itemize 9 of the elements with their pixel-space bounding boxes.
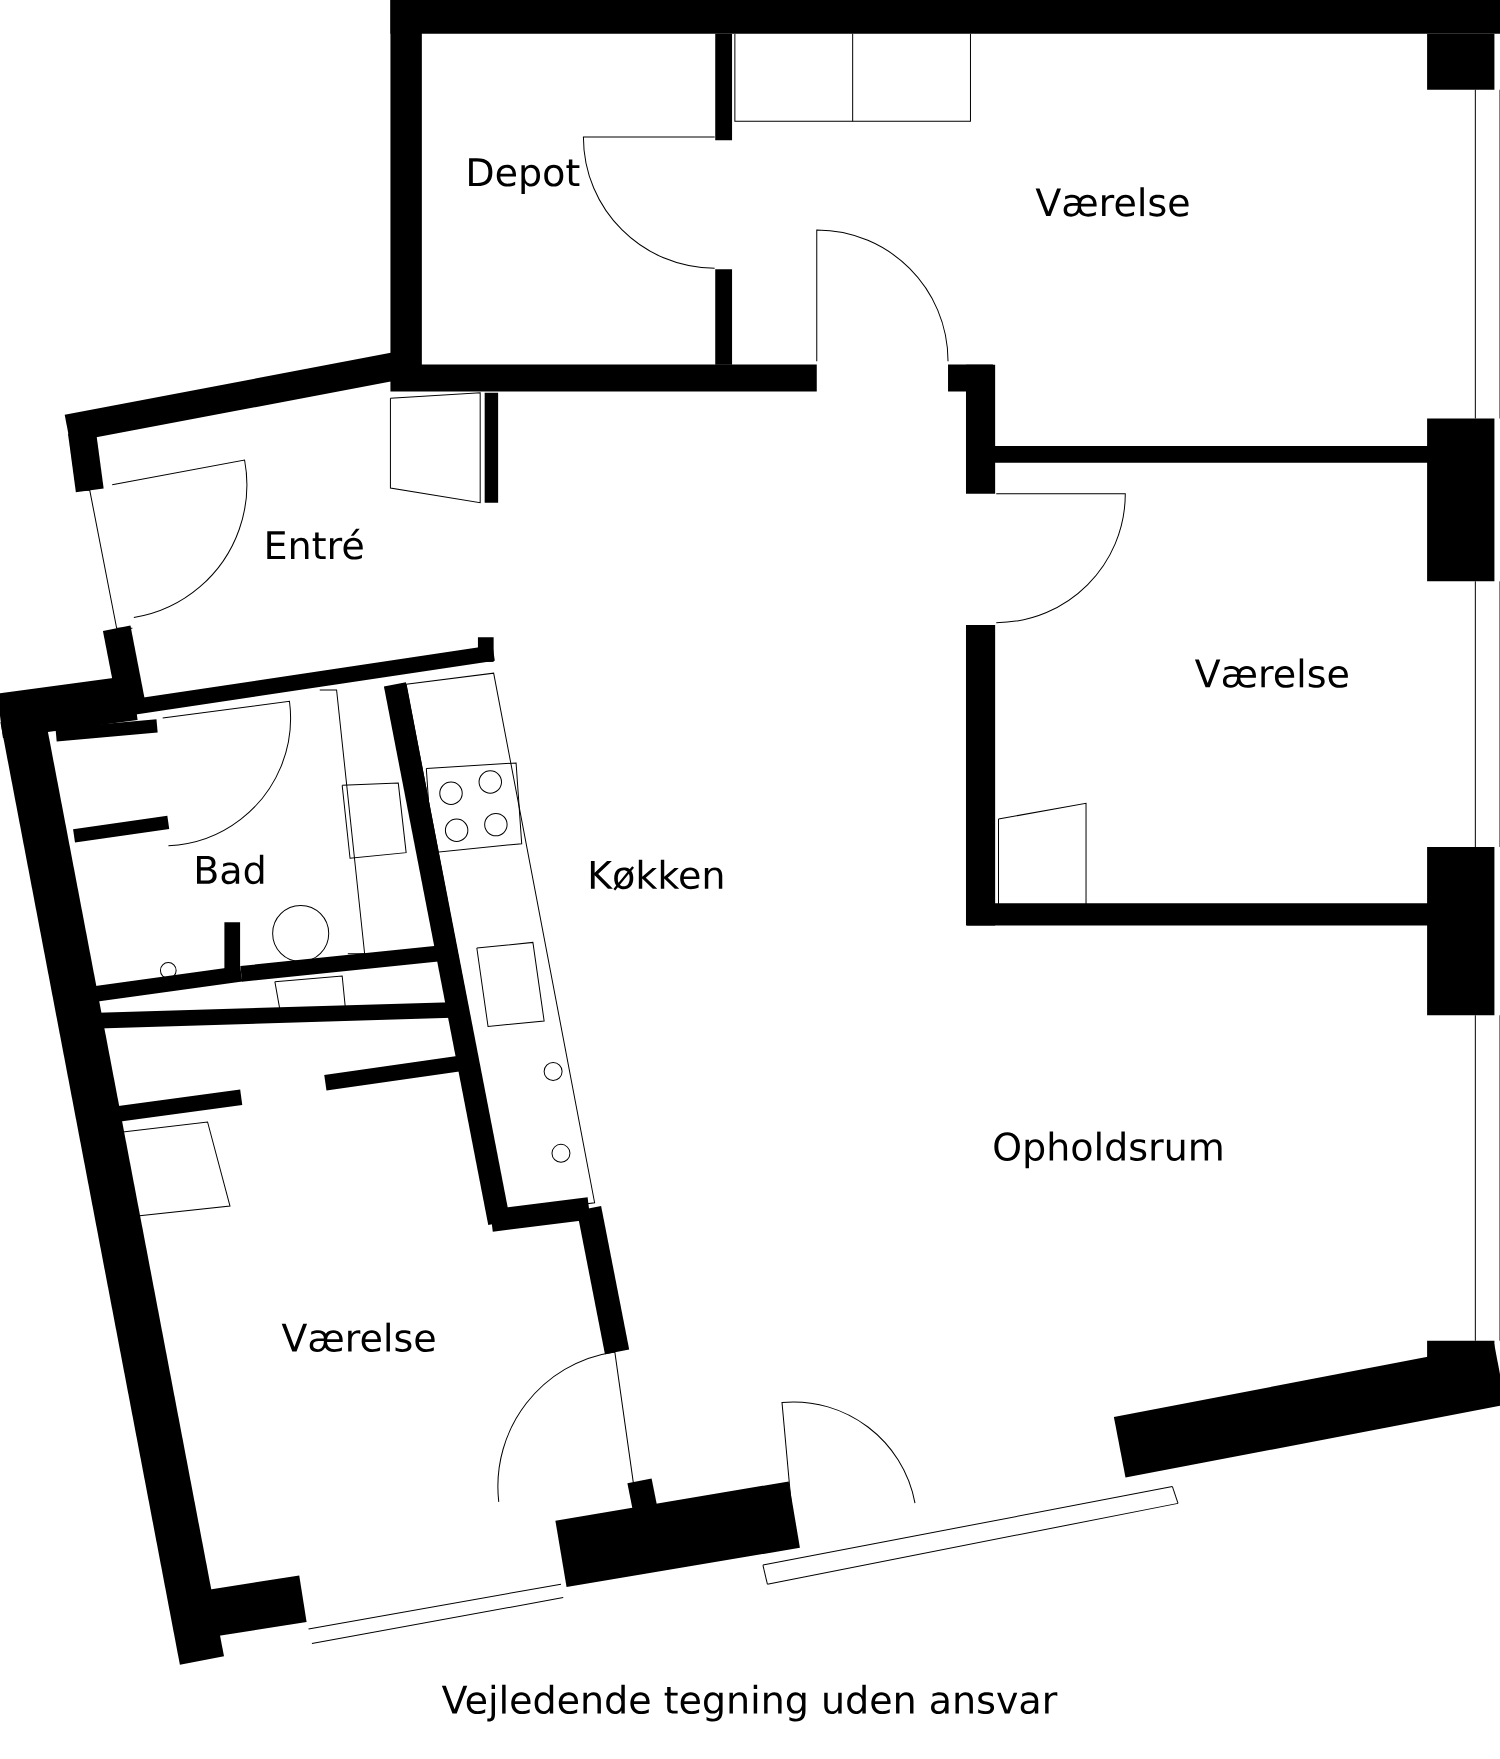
room-label: Depot [469, 158, 580, 194]
caption: Vejledende tegning uden ansvar [441, 1684, 1058, 1722]
room-label: Bad [197, 854, 264, 885]
room-label: Køkken [590, 859, 723, 891]
room-label: Værelse [1035, 187, 1189, 217]
room-label: Værelse [281, 1322, 435, 1353]
room-label: Værelse [1194, 658, 1348, 688]
room-label: Entré [267, 528, 363, 560]
room-label: Opholdsrum [994, 1131, 1222, 1169]
